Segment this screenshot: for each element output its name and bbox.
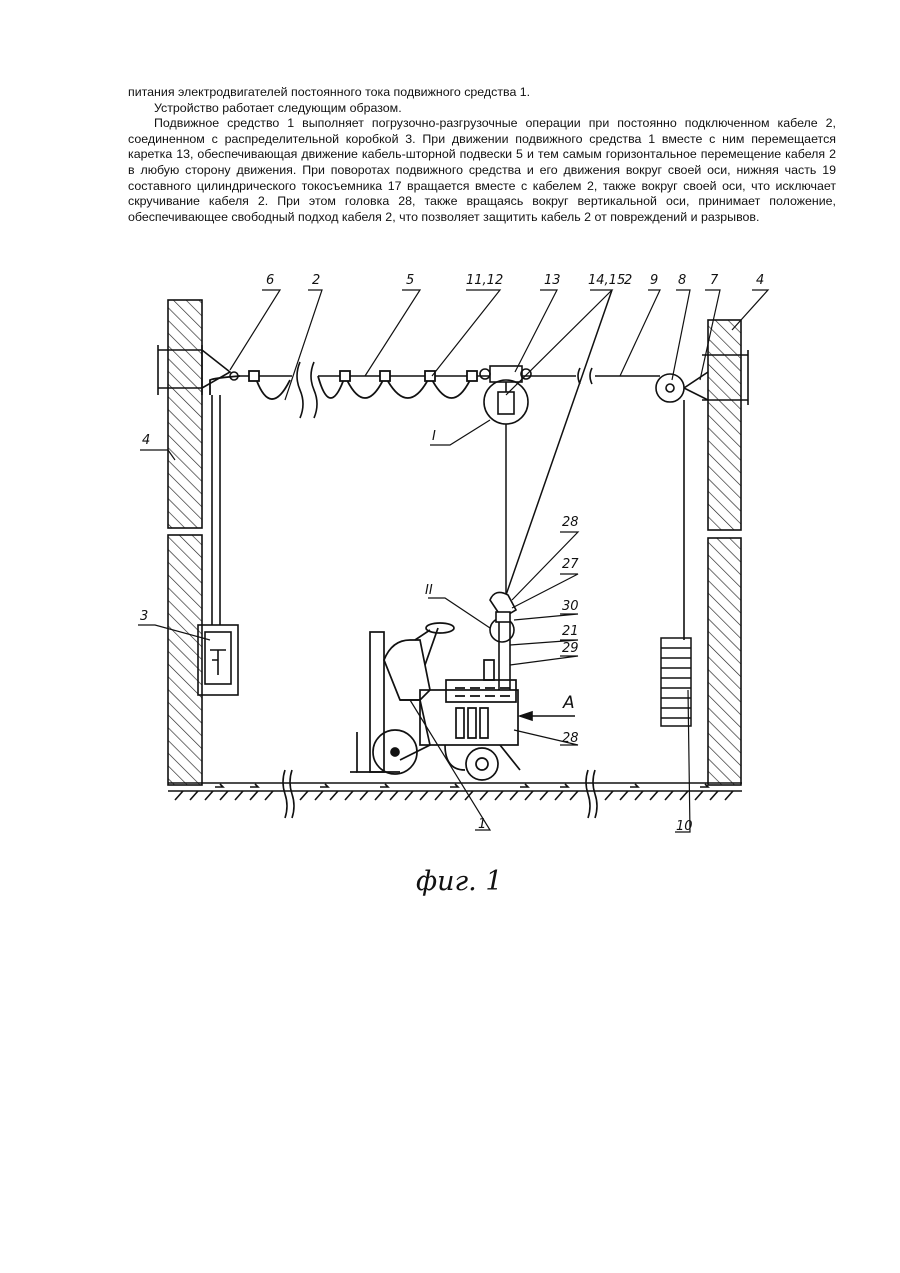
label-4-left: 4 <box>142 433 150 448</box>
label-4-right: 4 <box>756 273 764 288</box>
label-10: 10 <box>676 819 693 834</box>
label-27: 27 <box>562 557 579 572</box>
pulley <box>656 372 708 640</box>
left-wall <box>168 300 202 785</box>
label-7: 7 <box>710 273 719 288</box>
floor <box>168 770 742 818</box>
counterweight <box>661 638 691 726</box>
label-3: 3 <box>140 609 148 624</box>
label-1: 1 <box>478 817 486 832</box>
view-arrow-a <box>520 712 575 720</box>
label-11-12: 11,12 <box>466 273 503 288</box>
distribution-box <box>198 625 238 695</box>
label-29: 29 <box>562 641 579 656</box>
carriage <box>480 366 531 424</box>
figure-caption: фиг. 1 <box>416 866 503 897</box>
figure-labels: 6 2 5 11,12 13 14,15 2 9 8 7 4 4 3 I 28 … <box>140 273 764 834</box>
label-detail-i: I <box>432 429 436 444</box>
label-8: 8 <box>678 273 686 288</box>
label-28-bottom: 28 <box>562 731 579 746</box>
label-28-top: 28 <box>562 515 579 530</box>
label-30: 30 <box>562 599 579 614</box>
label-13: 13 <box>544 273 561 288</box>
overhead-track <box>158 345 748 418</box>
label-6: 6 <box>266 273 274 288</box>
label-2-left: 2 <box>312 273 320 288</box>
supply-cable <box>212 395 220 625</box>
hanging-cable <box>506 290 612 595</box>
label-detail-ii: II <box>425 583 433 598</box>
label-view-a: A <box>562 693 575 713</box>
label-5: 5 <box>406 273 414 288</box>
label-14-15: 14,15 <box>588 273 625 288</box>
label-2-right: 2 <box>624 273 632 288</box>
label-9: 9 <box>650 273 658 288</box>
forklift <box>350 623 520 780</box>
leader-lines <box>138 290 768 832</box>
right-wall <box>708 320 741 785</box>
label-21: 21 <box>562 624 579 639</box>
